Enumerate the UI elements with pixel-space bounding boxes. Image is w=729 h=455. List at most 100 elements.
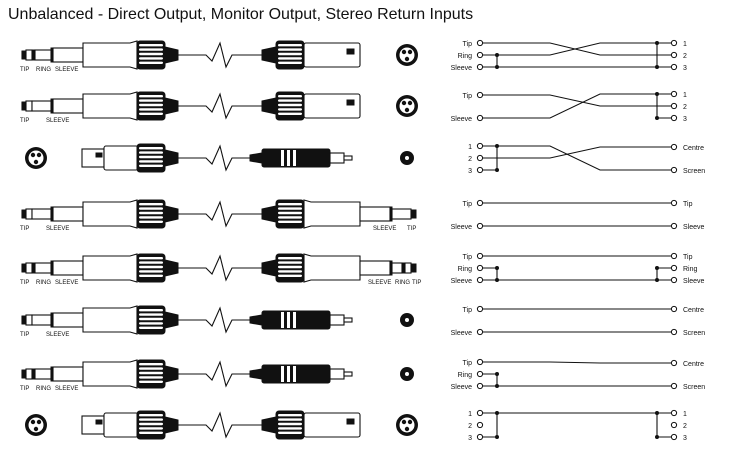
junction-dot — [655, 41, 659, 45]
left-contact-label: TIP — [20, 280, 29, 286]
left-pin-label: Tip — [463, 307, 473, 314]
left-pin-label: Tip — [463, 93, 473, 100]
right-pin-terminal — [670, 39, 678, 47]
junction-dot — [655, 65, 659, 69]
junction-dot — [495, 435, 499, 439]
right-pin-terminal — [670, 305, 678, 313]
left-pin-label: Sleeve — [451, 384, 473, 391]
right-pin-terminal — [670, 222, 678, 230]
left-pin-terminal — [476, 114, 484, 122]
page-title: Unbalanced - Direct Output, Monitor Outp… — [8, 6, 474, 23]
left-pin-terminal — [476, 358, 484, 366]
left-pin-label: 2 — [468, 156, 472, 163]
right-pin-terminal — [670, 114, 678, 122]
junction-dot — [655, 266, 659, 270]
left-pin-terminal — [476, 154, 484, 162]
right-bridge — [656, 42, 671, 68]
left-contact-label: RING — [36, 280, 51, 286]
left-pin-terminal — [476, 63, 484, 71]
left-pin-terminal — [476, 51, 484, 59]
right-pin-label: 1 — [683, 411, 687, 418]
right-pin-label: 3 — [683, 116, 687, 123]
left-pin-terminal — [476, 370, 484, 378]
left-pin-terminal — [476, 166, 484, 174]
wire — [483, 42, 671, 56]
left-pin-label: Tip — [463, 41, 473, 48]
right-pin-terminal — [670, 359, 678, 367]
left-pin-label: Sleeve — [451, 330, 473, 337]
wire — [483, 146, 671, 159]
left-pin-terminal — [476, 421, 484, 429]
left-bridge — [483, 145, 498, 171]
wire — [483, 93, 671, 119]
right-contact-label: SLEEVE — [368, 280, 391, 286]
right-pin-terminal — [670, 421, 678, 429]
left-bridge — [483, 267, 498, 281]
left-pin-label: Sleeve — [451, 224, 473, 231]
left-pin-label: 1 — [468, 411, 472, 418]
junction-dot — [655, 116, 659, 120]
right-pin-label: 2 — [683, 53, 687, 60]
left-contact-label: TIP — [20, 118, 29, 124]
junction-dot — [655, 411, 659, 415]
left-pin-label: 3 — [468, 435, 472, 442]
junction-dot — [655, 278, 659, 282]
left-pin-terminal — [476, 91, 484, 99]
right-contact-label: RING — [395, 280, 410, 286]
junction-dot — [495, 53, 499, 57]
left-contact-label: SLEEVE — [46, 332, 69, 338]
junction-dot — [495, 384, 499, 388]
right-pin-terminal — [670, 51, 678, 59]
left-pin-label: Tip — [463, 201, 473, 208]
left-contact-label: SLEEVE — [55, 280, 78, 286]
left-contact-label: SLEEVE — [55, 67, 78, 73]
right-pin-terminal — [670, 264, 678, 272]
right-pin-terminal — [670, 63, 678, 71]
right-pin-terminal — [670, 409, 678, 417]
right-pin-label: Screen — [683, 384, 705, 391]
left-contact-label: TIP — [20, 67, 29, 73]
left-contact-label: RING — [36, 67, 51, 73]
right-pin-label: 3 — [683, 435, 687, 442]
junction-dot — [495, 144, 499, 148]
wire — [483, 94, 671, 107]
left-pin-terminal — [476, 276, 484, 284]
right-pin-label: Sleeve — [683, 278, 705, 285]
junction-dot — [495, 168, 499, 172]
right-pin-terminal — [670, 90, 678, 98]
junction-dot — [655, 92, 659, 96]
left-pin-terminal — [476, 382, 484, 390]
right-pin-terminal — [670, 276, 678, 284]
right-contact-label: TIP — [407, 226, 416, 232]
junction-dot — [495, 278, 499, 282]
left-pin-label: Sleeve — [451, 65, 473, 72]
wire — [483, 361, 671, 364]
left-bridge — [483, 412, 498, 438]
junction-dot — [495, 65, 499, 69]
right-pin-label: 1 — [683, 92, 687, 99]
left-bridge — [483, 54, 498, 68]
left-pin-terminal — [476, 199, 484, 207]
right-pin-label: 2 — [683, 104, 687, 111]
left-pin-terminal — [476, 264, 484, 272]
left-pin-label: Tip — [463, 254, 473, 261]
left-contact-label: SLEEVE — [55, 386, 78, 392]
left-bridge — [483, 373, 498, 387]
left-pin-terminal — [476, 409, 484, 417]
wire — [483, 145, 671, 171]
left-pin-label: Ring — [458, 372, 473, 379]
left-contact-label: TIP — [20, 386, 29, 392]
left-pin-terminal — [476, 39, 484, 47]
right-pin-terminal — [670, 102, 678, 110]
left-pin-terminal — [476, 252, 484, 260]
left-pin-label: 1 — [468, 144, 472, 151]
right-pin-label: Tip — [683, 254, 693, 261]
right-pin-label: 2 — [683, 423, 687, 430]
left-pin-terminal — [476, 328, 484, 336]
